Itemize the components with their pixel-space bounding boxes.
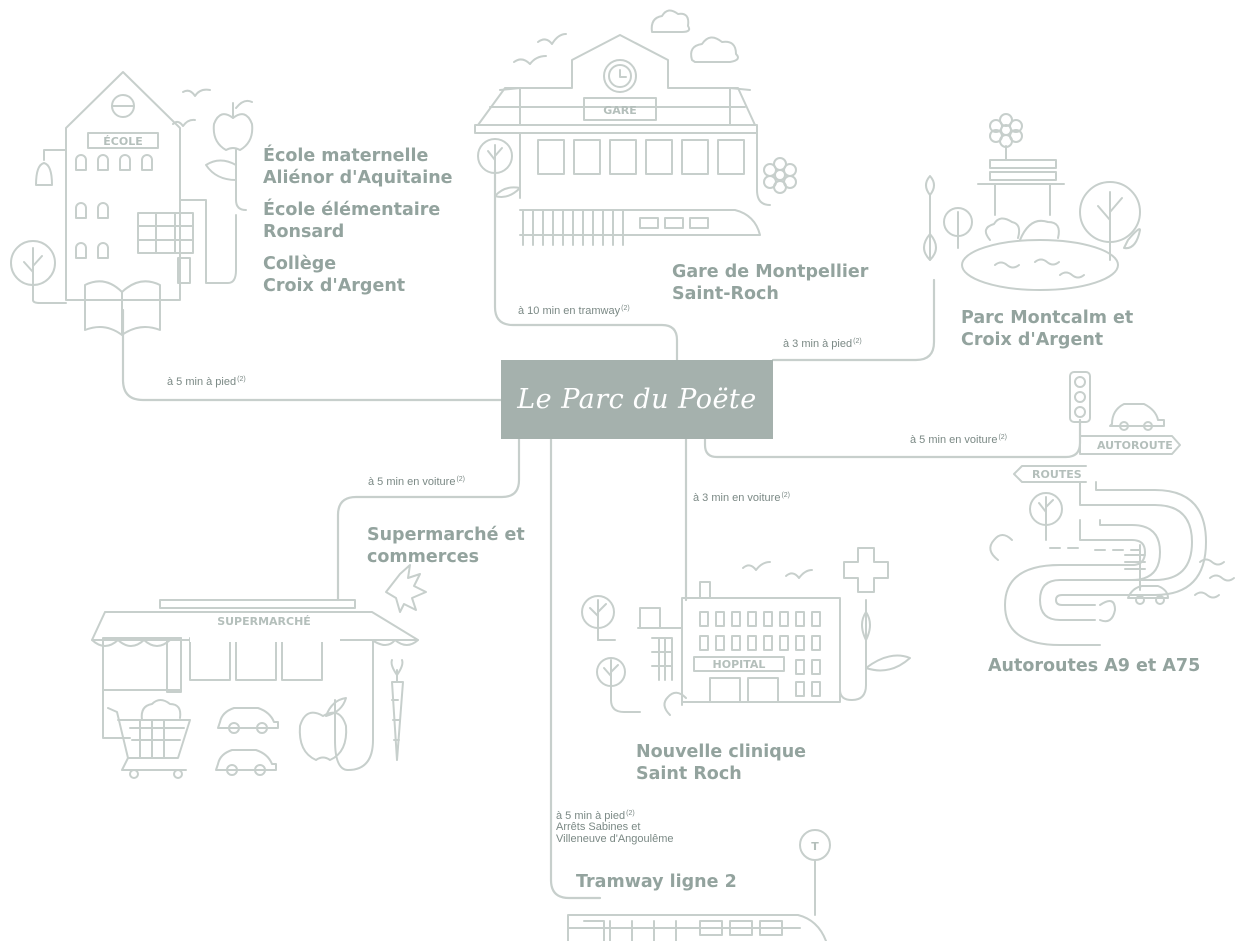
bird-icon xyxy=(742,561,771,571)
distance-gare: à 10 min en tramway(2) xyxy=(518,305,630,317)
label-gare: Gare de Montpellier Saint-Roch xyxy=(672,261,868,305)
car-icon xyxy=(1127,585,1169,605)
hopital-sign: HOPITAL xyxy=(713,658,766,671)
supermarket-icon xyxy=(91,599,419,771)
park-bench-icon xyxy=(977,113,1065,216)
label-line: École élémentaire xyxy=(263,200,441,220)
center-logo-box: Le Parc du Poëte xyxy=(501,360,773,439)
train-station-icon xyxy=(474,34,771,206)
car-icon xyxy=(215,707,279,776)
label-supermarche: Supermarché et commerces xyxy=(367,524,525,568)
school-building-icon xyxy=(65,71,237,301)
tramway-stops: Arrêts Sabines et Villeneuve d'Angoulême xyxy=(556,821,673,845)
book-icon xyxy=(84,280,161,336)
carrot-icon xyxy=(390,659,404,761)
distance-tramway: à 5 min à pied(2) xyxy=(556,810,635,822)
road-sign-icon xyxy=(1013,435,1181,483)
bush-icon xyxy=(1099,600,1116,623)
tramway-stop-line: Arrêts Sabines et xyxy=(556,821,641,833)
supermarche-sign: SUPERMARCHÉ xyxy=(217,615,311,628)
label-line: Ronsard xyxy=(263,222,345,242)
label-autoroutes: Autoroutes A9 et A75 xyxy=(988,655,1200,677)
tree-icon xyxy=(10,240,67,304)
flower-icon xyxy=(763,157,797,194)
cloud-icon xyxy=(690,36,739,63)
tree-icon xyxy=(923,175,1141,261)
label-line: Collège xyxy=(263,254,337,274)
tram-sign: T xyxy=(811,840,819,853)
label-line: École maternelle xyxy=(263,146,429,166)
bell-icon xyxy=(35,149,67,186)
distance-parc: à 3 min à pied(2) xyxy=(783,338,862,350)
label-line: Nouvelle clinique xyxy=(636,742,807,762)
school-sign: ÉCOLE xyxy=(103,135,142,148)
pond-icon xyxy=(961,217,1119,291)
bush-icon xyxy=(663,691,687,716)
tree-icon xyxy=(1029,492,1063,541)
bird-icon xyxy=(172,118,196,127)
distance-clinique: à 3 min en voiture(2) xyxy=(693,492,790,504)
distance-autoroutes: à 5 min en voiture(2) xyxy=(910,434,1007,446)
shopping-cart-icon xyxy=(107,699,191,779)
center-title: Le Parc du Poëte xyxy=(517,384,757,415)
tram-icon xyxy=(567,914,827,941)
label-line: Aliénor d'Aquitaine xyxy=(263,168,453,188)
hospital-icon xyxy=(637,581,841,706)
autoroute-sign: AUTOROUTE xyxy=(1097,439,1173,452)
label-line: Autoroutes A9 et A75 xyxy=(988,656,1201,676)
bird-icon xyxy=(785,569,813,579)
train-icon xyxy=(519,209,761,246)
label-line: commerces xyxy=(367,547,480,567)
winding-road-icon xyxy=(1004,481,1207,646)
tramway-stop-line: Villeneuve d'Angoulême xyxy=(556,833,674,845)
connector-parc xyxy=(771,278,936,362)
leaf-icon xyxy=(385,564,427,613)
label-line: Parc Montcalm et xyxy=(961,308,1134,328)
connector-supermarche xyxy=(336,437,521,602)
connector-gare xyxy=(493,168,679,362)
label-parc: Parc Montcalm et Croix d'Argent xyxy=(961,307,1133,351)
bird-icon xyxy=(182,88,211,97)
apple-icon xyxy=(205,99,254,211)
cross-icon xyxy=(839,547,911,701)
connector-tramway xyxy=(549,437,602,900)
cloud-icon xyxy=(650,9,691,33)
label-clinique: Nouvelle clinique Saint Roch xyxy=(636,741,806,785)
label-tramway: Tramway ligne 2 xyxy=(576,871,737,893)
label-line: Tramway ligne 2 xyxy=(576,872,737,892)
routes-sign: ROUTES xyxy=(1032,468,1082,481)
traffic-light-icon xyxy=(1069,371,1091,423)
bird-icon xyxy=(537,33,567,45)
label-line: Supermarché et xyxy=(367,525,525,545)
distance-ecoles: à 5 min à pied(2) xyxy=(167,376,246,388)
label-line: Croix d'Argent xyxy=(961,330,1104,350)
label-line: Saint Roch xyxy=(636,764,742,784)
gare-sign: GARE xyxy=(603,104,637,117)
label-line: Saint-Roch xyxy=(672,284,779,304)
tree-icon xyxy=(581,595,641,713)
label-ecoles: École maternelle Aliénor d'Aquitaine Éco… xyxy=(263,145,453,297)
distance-supermarche: à 5 min en voiture(2) xyxy=(368,476,465,488)
label-line: Gare de Montpellier xyxy=(672,262,869,282)
water-icon xyxy=(1194,558,1235,599)
connector-lines xyxy=(121,168,1082,900)
car-icon xyxy=(1109,403,1165,431)
apple-icon xyxy=(298,697,348,761)
tram-stop-icon xyxy=(799,829,831,916)
connector-ecoles xyxy=(121,308,503,402)
bush-icon xyxy=(989,534,1013,561)
bird-icon xyxy=(513,55,547,65)
label-line: Croix d'Argent xyxy=(263,276,406,296)
tree-icon xyxy=(477,138,521,198)
